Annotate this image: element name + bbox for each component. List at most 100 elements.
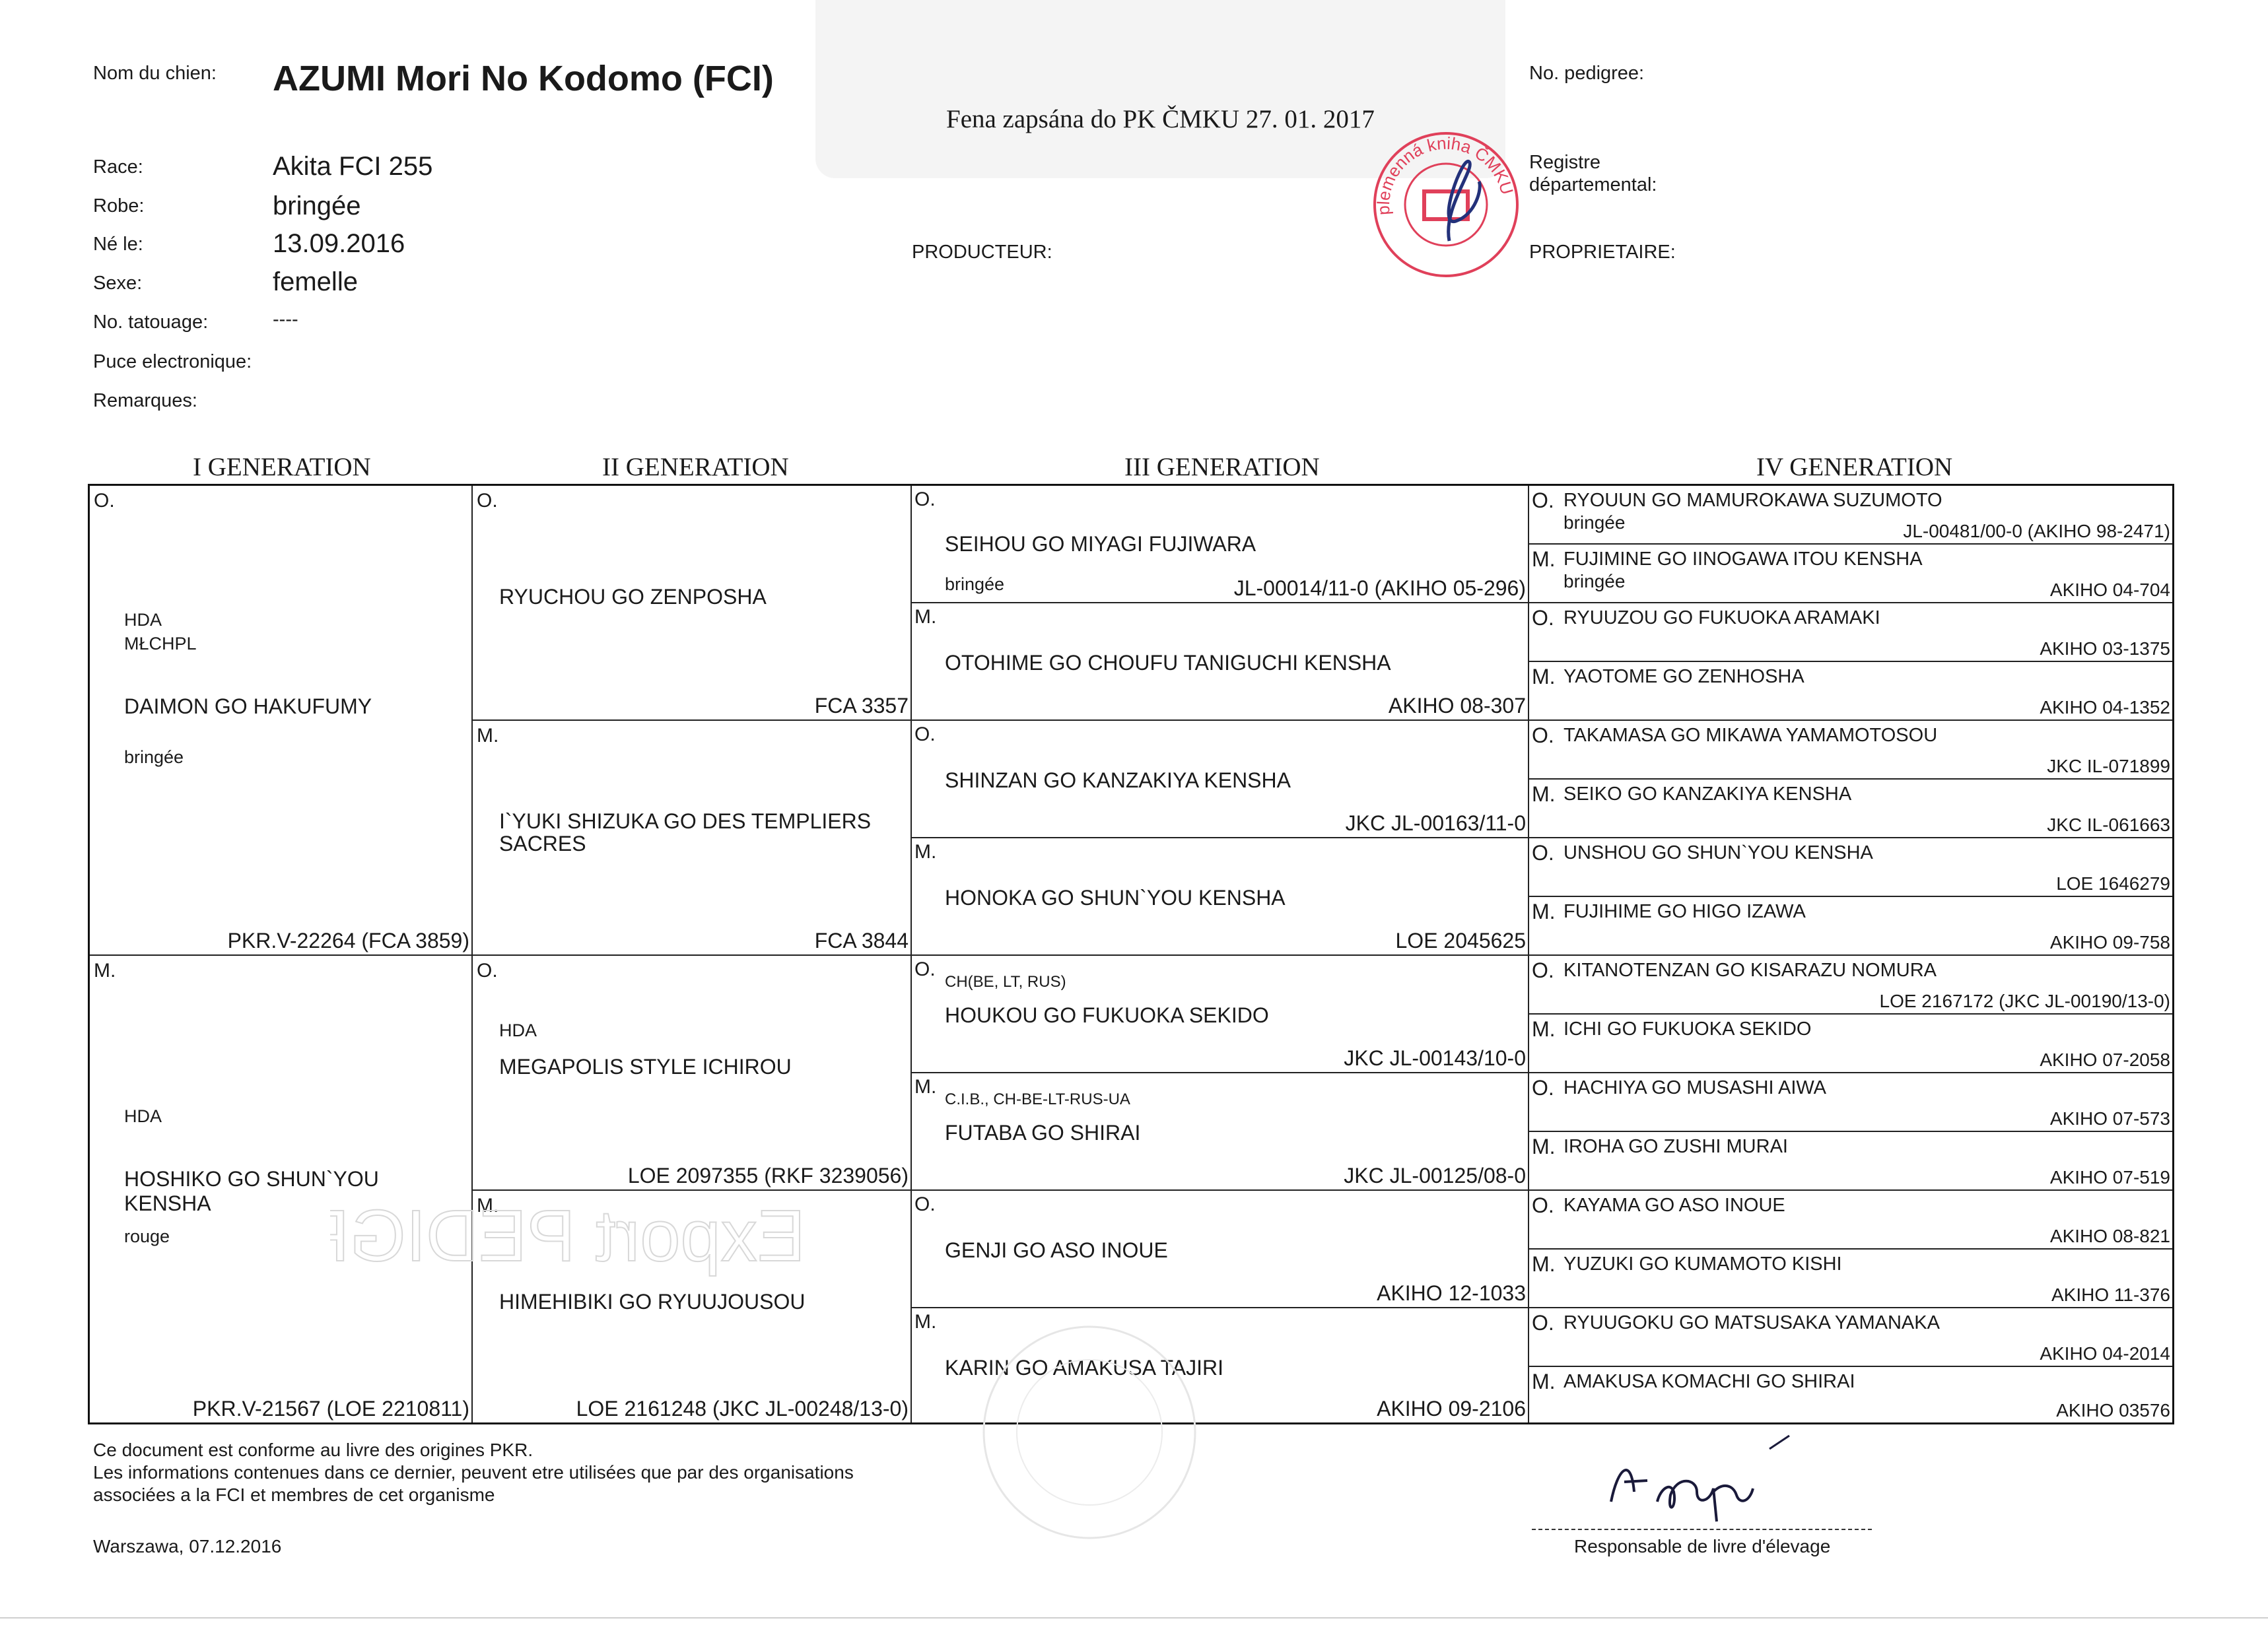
gen3-abbr: O. <box>914 723 936 745</box>
gen4-cell-14: M. YUZUKI GO KUMAMOTO KISHI AKIHO 11-376 <box>1529 1250 2172 1308</box>
gen4-abbr: O. <box>1532 1076 1554 1100</box>
gen4-cell-8: M. FUJIHIME GO HIGO IZAWA AKIHO 09-758 <box>1529 897 2172 956</box>
gen4-cell-7: O. UNSHOU GO SHUN`YOU KENSHA LOE 1646279 <box>1529 838 2172 897</box>
gen4-cell-16: M. AMAKUSA KOMACHI GO SHIRAI AKIHO 03576 <box>1529 1367 2172 1422</box>
gen4-reg: AKIHO 07-2058 <box>2040 1050 2170 1070</box>
gen4-color: bringée <box>1564 571 1626 591</box>
robe-label: Robe: <box>93 195 145 217</box>
gen3-reg: JKC JL-00143/10-0 <box>1344 1046 1526 1070</box>
gen1-dam-title: HDA <box>124 1106 162 1126</box>
gen2-name-line-2: SACRES <box>499 832 586 855</box>
gen4-reg: AKIHO 07-573 <box>2049 1108 2170 1129</box>
gen4-abbr: M. <box>1532 1252 1556 1276</box>
gen4-cell-9: O. KITANOTENZAN GO KISARAZU NOMURA LOE 2… <box>1529 956 2172 1015</box>
gen3-cell-3: O. SHINZAN GO KANZAKIYA KENSHA JKC JL-00… <box>912 721 1529 838</box>
gen3-reg: JKC JL-00125/08-0 <box>1344 1164 1526 1187</box>
gen3-cell-2: M. OTOHIME GO CHOUFU TANIGUCHI KENSHA AK… <box>912 603 1529 721</box>
gen4-cell-6: M. SEIKO GO KANZAKIYA KENSHA JKC IL-0616… <box>1529 780 2172 838</box>
gen3-abbr: M. <box>914 1311 937 1333</box>
owner-label: PROPRIETAIRE: <box>1529 242 1676 263</box>
gen3-cell-1: O. SEIHOU GO MIYAGI FUJIWARA bringée JL-… <box>912 486 1529 603</box>
gen1-sire-cell: O. HDA MŁCHPL DAIMON GO HAKUFUMY bringée… <box>90 486 473 956</box>
gen4-reg: LOE 1646279 <box>2056 873 2170 894</box>
gen1-sire-name: DAIMON GO HAKUFUMY <box>124 694 372 718</box>
gen4-color: bringée <box>1564 512 1626 533</box>
gen4-cell-1: O. RYOUUN GO MAMUROKAWA SUZUMOTO bringée… <box>1529 486 2172 545</box>
gen3-name: SHINZAN GO KANZAKIYA KENSHA <box>945 768 1291 792</box>
gen4-reg: JKC IL-061663 <box>2047 815 2170 835</box>
gen4-name: KITANOTENZAN GO KISARAZU NOMURA <box>1564 960 1937 981</box>
gen2-cell-4: M. HIMEHIBIKI GO RYUUJOUSOU LOE 2161248 … <box>473 1191 912 1422</box>
gen3-name: HOUKOU GO FUKUOKA SEKIDO <box>945 1003 1269 1027</box>
gen3-reg: LOE 2045625 <box>1395 929 1527 952</box>
pedigree-no-label: No. pedigree: <box>1529 63 1645 84</box>
footer-line-1: Ce document est conforme au livre des or… <box>93 1440 533 1460</box>
gen2-name: RYUCHOU GO ZENPOSHA <box>499 585 767 609</box>
gen2-abbr: M. <box>477 1195 499 1217</box>
gen4-name: RYUUGOKU GO MATSUSAKA YAMANAKA <box>1564 1312 1940 1333</box>
gen3-cell-5: O. CH(BE, LT, RUS) HOUKOU GO FUKUOKA SEK… <box>912 956 1529 1073</box>
generation-2-header: II GENERATION <box>602 453 789 481</box>
footer-line-2: Les informations contenues dans ce derni… <box>93 1462 854 1483</box>
gen3-abbr: O. <box>914 958 936 980</box>
gen2-reg: FCA 3844 <box>814 929 909 952</box>
gen4-reg: AKIHO 04-2014 <box>2040 1343 2170 1364</box>
gen4-name: TAKAMASA GO MIKAWA YAMAMOTOSOU <box>1564 725 1938 746</box>
gen3-abbr: M. <box>914 841 937 863</box>
gen4-cell-5: O. TAKAMASA GO MIKAWA YAMAMOTOSOU JKC IL… <box>1529 721 2172 780</box>
gen3-name: SEIHOU GO MIYAGI FUJIWARA <box>945 532 1256 556</box>
gen4-reg: AKIHO 11-376 <box>2051 1285 2170 1305</box>
gen4-name: SEIKO GO KANZAKIYA KENSHA <box>1564 784 1852 805</box>
gen3-reg: AKIHO 08-307 <box>1388 694 1526 718</box>
gen1-dam-reg: PKR.V-21567 (LOE 2210811) <box>192 1397 469 1420</box>
gen4-cell-4: M. YAOTOME GO ZENHOSHA AKIHO 04-1352 <box>1529 662 2172 721</box>
dog-name: AZUMI Mori No Kodomo (FCI) <box>273 59 774 98</box>
gen4-abbr: M. <box>1532 1017 1556 1041</box>
gen3-abbr: O. <box>914 1193 936 1215</box>
gen4-name: HACHIYA GO MUSASHI AIWA <box>1564 1077 1827 1098</box>
gen2-cell-3: O. HDA MEGAPOLIS STYLE ICHIROU LOE 20973… <box>473 956 912 1191</box>
gen4-name: YAOTOME GO ZENHOSHA <box>1564 666 1804 687</box>
robe-value: bringée <box>273 191 361 220</box>
gen2-name: I`YUKI SHIZUKA GO DES TEMPLIERS <box>499 809 872 833</box>
gen4-name: AMAKUSA KOMACHI GO SHIRAI <box>1564 1371 1855 1392</box>
gen2-cell-1: O. RYUCHOU GO ZENPOSHA FCA 3357 <box>473 486 912 721</box>
gen4-reg: AKIHO 04-704 <box>2049 580 2170 600</box>
generation-1-header: I GENERATION <box>193 453 371 481</box>
gen4-cell-11: O. HACHIYA GO MUSASHI AIWA AKIHO 07-573 <box>1529 1073 2172 1132</box>
gen4-reg: AKIHO 07-519 <box>2049 1167 2170 1187</box>
gen3-title: C.I.B., CH-BE-LT-RUS-UA <box>945 1090 1130 1108</box>
gen3-reg: JL-00014/11-0 (AKIHO 05-296) <box>1233 576 1526 600</box>
gen3-abbr: O. <box>914 488 936 510</box>
gen4-reg: AKIHO 04-1352 <box>2040 697 2170 718</box>
born-label: Né le: <box>93 234 143 255</box>
gen4-abbr: O. <box>1532 841 1554 865</box>
gen4-name: KAYAMA GO ASO INOUE <box>1564 1195 1785 1216</box>
registry-label-1: Registre <box>1529 152 1600 173</box>
gen2-reg: FCA 3357 <box>814 694 909 718</box>
gen4-reg: AKIHO 08-821 <box>2049 1226 2170 1246</box>
generation-4-header: IV GENERATION <box>1756 453 1953 481</box>
gen3-name: GENJI GO ASO INOUE <box>945 1238 1168 1262</box>
registration-note: Fena zapsána do PK ČMKU 27. 01. 2017 <box>946 105 1375 133</box>
gen4-abbr: M. <box>1532 547 1556 571</box>
gen3-title: CH(BE, LT, RUS) <box>945 973 1066 991</box>
gen4-name: FUJIHIME GO HIGO IZAWA <box>1564 901 1806 922</box>
breed-book-stamp: plemenná kniha ČMKU <box>1373 132 1519 277</box>
race-value: Akita FCI 255 <box>273 152 433 181</box>
gen1-sire-title-1: HDA <box>124 610 162 630</box>
gen1-dam-abbr: M. <box>94 960 116 982</box>
gen4-name: ICHI GO FUKUOKA SEKIDO <box>1564 1019 1812 1040</box>
gen2-name: MEGAPOLIS STYLE ICHIROU <box>499 1055 792 1079</box>
gen4-name: RYUUZOU GO FUKUOKA ARAMAKI <box>1564 607 1880 628</box>
gen2-name: HIMEHIBIKI GO RYUUJOUSOU <box>499 1290 806 1314</box>
chip-label: Puce electronique: <box>93 351 252 372</box>
signature-caption: Responsable de livre d'élevage <box>1574 1536 1831 1556</box>
gen2-abbr: O. <box>477 960 498 982</box>
gen1-sire-color: bringée <box>124 747 184 767</box>
gen4-reg: LOE 2167172 (JKC JL-00190/13-0) <box>1879 991 2171 1011</box>
tattoo-value: ---- <box>273 309 298 330</box>
gen3-reg: JKC JL-00163/11-0 <box>1345 811 1526 835</box>
gen4-abbr: M. <box>1532 1135 1556 1158</box>
